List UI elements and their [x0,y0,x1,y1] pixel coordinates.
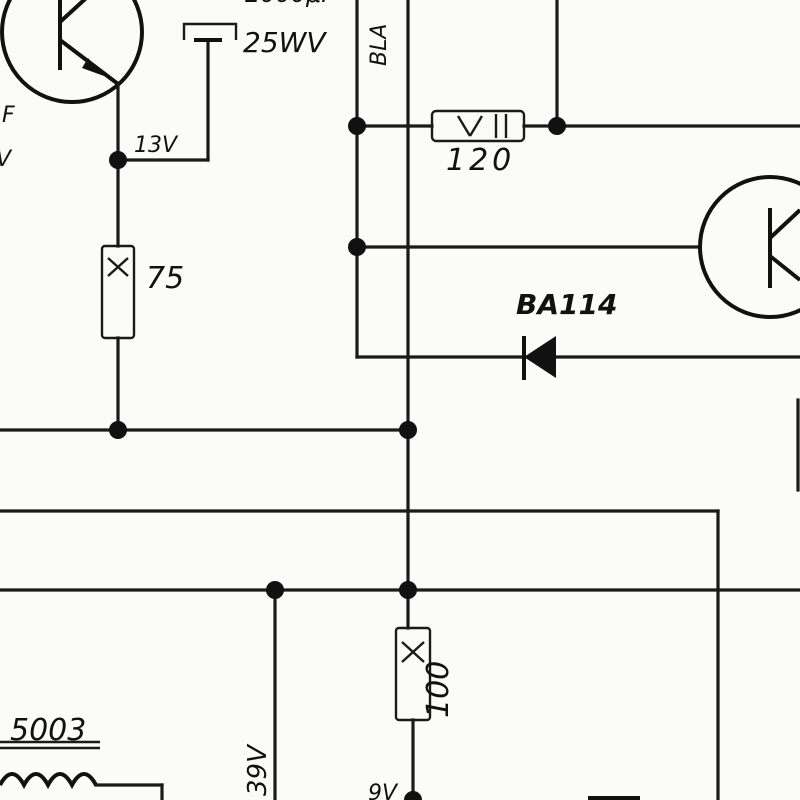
resistor-75-mark-b [107,257,129,277]
inductor-5003 [0,740,164,800]
capacitor-top [182,22,238,42]
label-5003: 5003 [10,713,86,748]
diode-ba114 [522,336,556,380]
junction-base-line [348,238,366,256]
junctions [109,117,566,800]
junction-bus-left [109,421,127,439]
label-ba114: BA114 [516,288,617,321]
junction-39v [266,581,284,599]
junction-r120-right [548,117,566,135]
transistor-top-left-emitter-arrow [82,58,104,76]
label-r75: 75 [146,261,184,296]
resistor-75 [100,244,136,340]
resistor-75-body [100,244,136,340]
resistor-120-mark-b [468,115,484,137]
resistor-100-mark-b [401,641,425,663]
label-edge-v: V [0,147,13,172]
label-r120: 120 [446,143,515,178]
label-39v: 39V [243,743,273,796]
diode-icon [524,336,556,378]
label-edge-f: F [2,103,15,128]
label-r100: 100 [421,661,456,718]
junction-r120-left [348,117,366,135]
inductor-icon [0,772,98,790]
junction-9v [404,791,422,800]
resistor-120-body [430,109,526,143]
transistor-right [698,175,800,319]
label-cap-voltage: 25WV [243,26,327,59]
resistor-120-mark-a [456,115,472,137]
label-9v: 9V [368,781,399,800]
label-cap-value: 2000μF [245,0,336,8]
label-13v: 13V [134,133,179,158]
transistor-right-circle [698,175,800,319]
transistor-right-collector [768,208,800,240]
transistor-top-left-circle [0,0,144,104]
transistor-right-emitter [768,254,800,282]
component-stub-bottom [588,796,640,800]
capacitor-top-plate-pos [182,22,238,40]
junction-13v [109,151,127,169]
transistor-top-left [0,0,144,104]
resistor-120 [430,109,526,143]
junction-r100-top [399,581,417,599]
junction-bus-center [399,421,417,439]
label-bla: BLA [367,24,392,66]
transistor-top-left-collector [58,0,88,24]
